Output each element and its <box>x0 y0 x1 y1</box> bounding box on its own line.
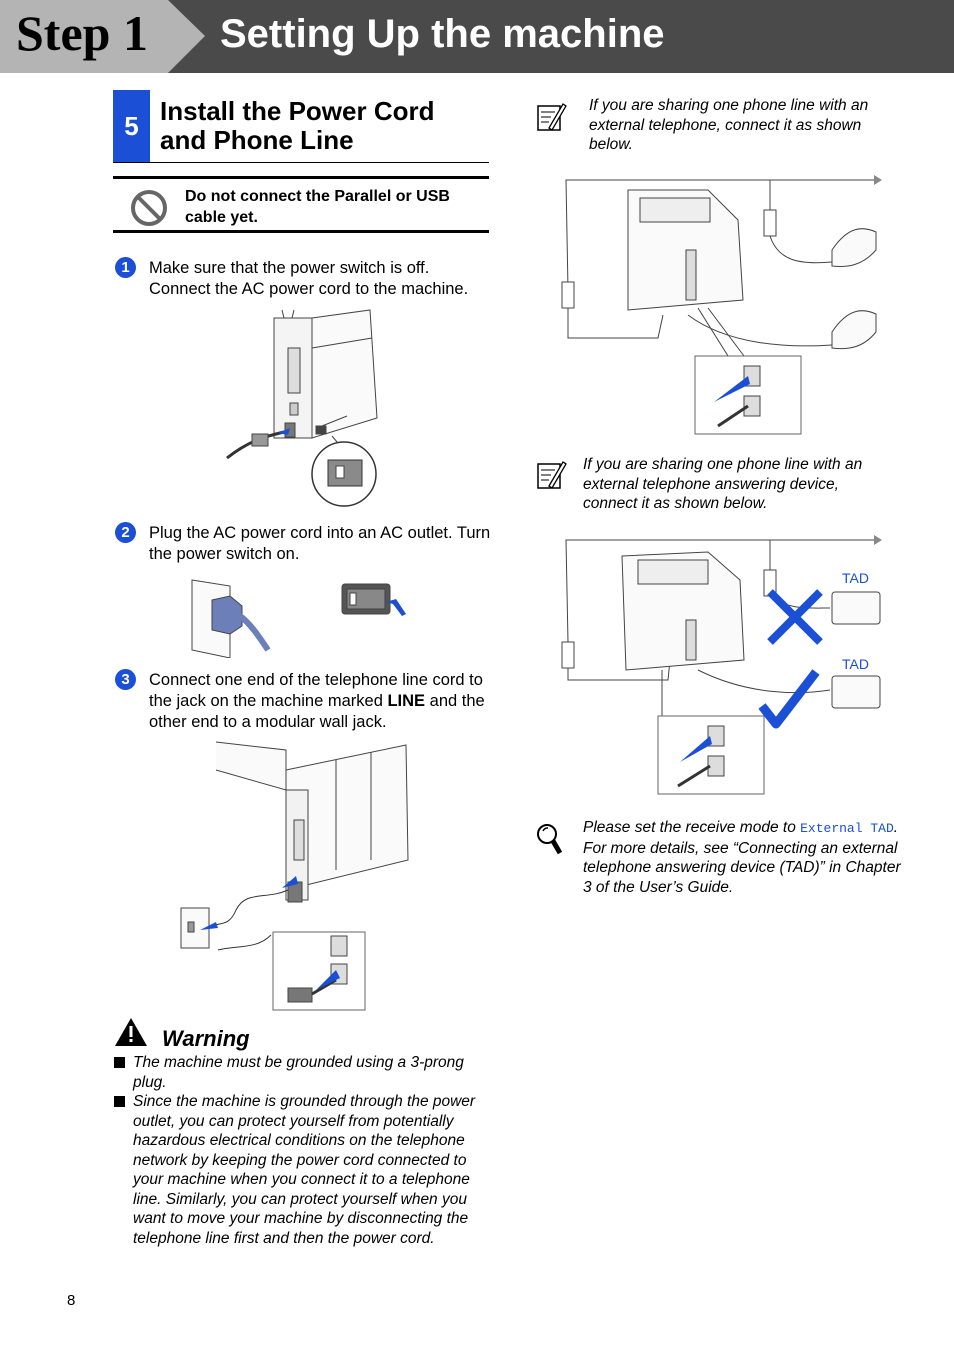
step-text-3-a: Connect one end of the telephone line co… <box>149 671 483 710</box>
tip-suffix: . <box>893 819 899 836</box>
tad-sharing-note: If you are sharing one phone line with a… <box>583 456 863 512</box>
ac-outlet-switch-illustration <box>191 579 406 658</box>
warning-title: Warning <box>162 1026 250 1051</box>
prohibited-icon <box>131 190 167 226</box>
memo-pencil-icon <box>537 103 567 131</box>
page-number: 8 <box>67 1292 76 1309</box>
tip-prefix: Please set the receive mode to <box>583 819 801 836</box>
step-number-3: 3 <box>115 669 136 690</box>
power-cord-machine-illustration <box>226 309 378 507</box>
magnifier-icon <box>537 824 563 855</box>
warning-item-2-text: Since the machine is grounded through th… <box>133 1093 476 1247</box>
step-tab: Step 1 <box>0 0 205 73</box>
page-title: Setting Up the machine <box>220 12 665 56</box>
caution-text: Do not connect the Parallel or USB cable… <box>185 188 450 226</box>
step-number-2: 2 <box>115 522 136 543</box>
step-text-3: Connect one end of the telephone line co… <box>149 670 494 733</box>
section-number: 5 <box>113 90 150 163</box>
bullet-square-icon <box>114 1057 125 1068</box>
check-mark-icon <box>758 669 820 729</box>
step-text-3-b: and the other end to a modular wall jack… <box>149 692 485 731</box>
tad-label-top: TAD <box>842 570 869 586</box>
section-title: Install the Power Cord and Phone Line <box>160 96 435 155</box>
cross-mark-icon <box>767 589 823 645</box>
phone-sharing-note: If you are sharing one phone line with a… <box>589 97 869 153</box>
step-text-2: Plug the AC power cord into an AC outlet… <box>149 524 491 563</box>
warning-item-1-text: The machine must be grounded using a 3-p… <box>133 1054 464 1091</box>
tip-mode-value: External TAD <box>800 821 894 836</box>
receive-mode-tip: Please set the receive mode to External … <box>583 818 901 897</box>
section-divider <box>113 162 489 163</box>
step-label: Step 1 <box>16 5 148 61</box>
step-number-1: 1 <box>115 257 136 278</box>
tad-label-bottom: TAD <box>842 656 869 672</box>
warning-item-1: The machine must be grounded using a 3-p… <box>113 1053 493 1092</box>
warning-list: The machine must be grounded using a 3-p… <box>113 1053 493 1248</box>
phone-line-machine-illustration <box>180 741 409 1011</box>
memo-pencil-icon <box>537 461 567 489</box>
step-text-3-line: LINE <box>387 692 426 710</box>
caution-box: Do not connect the Parallel or USB cable… <box>113 176 489 233</box>
step-tab-shape <box>0 0 205 73</box>
receive-mode-line: Please set the receive mode to External … <box>583 818 901 839</box>
step-text-1: Make sure that the power switch is off. … <box>149 259 469 298</box>
external-telephone-connection-diagram <box>561 175 882 435</box>
tip-details: For more details, see “Connecting an ext… <box>583 839 901 896</box>
page-header: Step 1 Setting Up the machine <box>0 0 954 73</box>
warning-item-2: Since the machine is grounded through th… <box>113 1092 493 1248</box>
warning-icon <box>115 1018 147 1046</box>
tad-connection-diagram <box>561 535 882 795</box>
bullet-square-icon <box>114 1096 125 1107</box>
